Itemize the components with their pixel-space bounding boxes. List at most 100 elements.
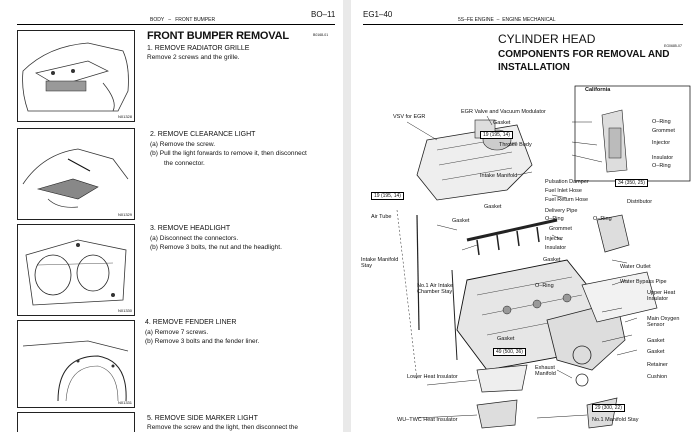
section-subtitle-1: COMPONENTS FOR REMOVAL AND bbox=[498, 49, 670, 60]
label-wu-twc-heat-insulator: WU–TWC Heat Insulator bbox=[397, 417, 458, 423]
label-california: California bbox=[585, 87, 611, 93]
cylinder-head-diagram: California VSV for EGR EGR Valve and Vac… bbox=[357, 80, 698, 432]
step-line: the connector. bbox=[164, 159, 205, 167]
torque-spec: 49 (500, 36) bbox=[493, 348, 526, 356]
step-3: 3. REMOVE HEADLIGHT (a) Disconnect the c… bbox=[150, 224, 282, 253]
fender-liner-illustration bbox=[22, 340, 129, 402]
label-o-ring-5: O–Ring bbox=[535, 283, 554, 289]
label-injector-2: Injector bbox=[545, 236, 564, 242]
header-rule bbox=[17, 24, 335, 25]
label-air-tube: Air Tube bbox=[371, 214, 392, 220]
label-distributor: Distributor bbox=[627, 199, 653, 205]
label-manifold-stay: No.1 Manifold Stay bbox=[592, 417, 639, 423]
label-o-ring-3: O–Ring bbox=[545, 216, 564, 222]
label-grommet: Grommet bbox=[652, 128, 675, 134]
label-gasket: Gasket bbox=[493, 120, 511, 126]
title-code: B0168-01 bbox=[313, 33, 329, 37]
page-number: BO–11 bbox=[311, 10, 336, 19]
label-injector: Injector bbox=[652, 140, 671, 146]
label-o-ring-2: O–Ring bbox=[652, 163, 671, 169]
figure-clearance-light: N01329 bbox=[17, 128, 135, 220]
torque-spec: 34 (350, 25) bbox=[615, 179, 648, 187]
label-grommet-2: Grommet bbox=[549, 226, 572, 232]
label-air-intake-stay: No.1 Air Intake Chamber Stay bbox=[417, 283, 454, 295]
step-line: (a) Remove 7 screws. bbox=[145, 328, 209, 336]
step-line: (a) Remove the screw. bbox=[150, 140, 216, 148]
step-2: 2. REMOVE CLEARANCE LIGHT (a) Remove the… bbox=[150, 130, 307, 168]
label-intake-manifold-stay: Intake Manifold Stay bbox=[361, 257, 399, 269]
label-gasket-4: Gasket bbox=[543, 257, 561, 263]
figure-fender-liner: N01331 bbox=[17, 320, 135, 408]
step-heading: 1. REMOVE RADIATOR GRILLE bbox=[147, 45, 250, 52]
header-topic: FRONT BUMPER bbox=[175, 17, 216, 23]
label-water-bypass-pipe: Water Bypass Pipe bbox=[620, 279, 667, 285]
step-line: (b) Remove 3 bolts and the fender liner. bbox=[145, 338, 260, 345]
step-line: Remove the screw and the light, then dis… bbox=[147, 424, 299, 431]
header-dash: – bbox=[168, 17, 172, 23]
page-title: FRONT BUMPER REMOVAL bbox=[147, 30, 289, 42]
page-gutter bbox=[343, 0, 351, 432]
section-title: CYLINDER HEAD bbox=[498, 32, 596, 46]
right-header: 5S–FE ENGINE – ENGINE MECHANICAL bbox=[458, 17, 556, 23]
headlight-illustration bbox=[25, 239, 127, 306]
header-topic: ENGINE MECHANICAL bbox=[502, 17, 556, 23]
clearance-light-illustration bbox=[22, 148, 129, 208]
left-page: BODY – FRONT BUMPER BO–11 FRONT BUMPER R… bbox=[0, 0, 343, 432]
label-o-ring-4: O–Ring bbox=[593, 216, 612, 222]
label-delivery-pipe: Delivery Pipe bbox=[545, 208, 578, 214]
label-egr-valve: EGR Valve and Vacuum Modulator bbox=[461, 109, 546, 115]
label-main-oxygen-sensor: Main Oxygen Sensor bbox=[647, 316, 680, 328]
label-insulator-2: Insulator bbox=[545, 245, 567, 251]
step-heading: 2. REMOVE CLEARANCE LIGHT bbox=[150, 131, 256, 138]
torque-spec: 29 (300, 22) bbox=[592, 404, 625, 412]
label-intake-manifold: Intake Manifold bbox=[480, 173, 518, 179]
label-retainer: Retainer bbox=[647, 362, 668, 368]
torque-spec: 19 (195, 14) bbox=[480, 131, 513, 139]
label-water-outlet: Water Outlet bbox=[620, 264, 651, 270]
figure-code: N01331 bbox=[117, 400, 132, 405]
diagram-code: EG0685-07 bbox=[664, 44, 682, 48]
figure-radiator-grille: N01328 bbox=[17, 30, 135, 122]
figure-code: N01328 bbox=[117, 114, 132, 119]
step-1: 1. REMOVE RADIATOR GRILLE Remove 2 screw… bbox=[147, 44, 249, 62]
step-line: Remove 2 screws and the grille. bbox=[147, 54, 240, 61]
step-line: (a) Disconnect the connectors. bbox=[150, 234, 239, 242]
figure-side-marker bbox=[17, 412, 135, 432]
torque-spec: 19 (195, 14) bbox=[371, 192, 404, 200]
label-exhaust-manifold: Exhaust Manifold bbox=[535, 365, 556, 377]
header-rule bbox=[363, 24, 683, 25]
step-heading: 5. REMOVE SIDE MARKER LIGHT bbox=[147, 415, 258, 422]
label-gasket-6: Gasket bbox=[647, 338, 665, 344]
section-subtitle-2: INSTALLATION bbox=[498, 62, 570, 73]
label-gasket-3: Gasket bbox=[452, 218, 470, 224]
label-lower-heat-insulator: Lower Heat Insulator bbox=[407, 374, 458, 380]
header-section: 5S–FE ENGINE bbox=[458, 17, 494, 23]
label-upper-heat-insulator: Upper Heat Insulator bbox=[647, 290, 676, 302]
figure-headlight: N01330 bbox=[17, 224, 135, 316]
figure-code: N01330 bbox=[117, 308, 132, 313]
page-number: EG1–40 bbox=[363, 10, 393, 19]
left-header: BODY – FRONT BUMPER bbox=[150, 17, 215, 23]
step-line: (b) Pull the light forwards to remove it… bbox=[150, 150, 307, 157]
step-line: (b) Remove 3 bolts, the nut and the head… bbox=[150, 244, 282, 251]
label-pulsation-damper: Pulsation Damper bbox=[545, 179, 589, 185]
label-fuel-return-hose: Fuel Return Hose bbox=[545, 197, 589, 203]
figure-code: N01329 bbox=[117, 212, 132, 217]
label-throttle-body: Throttle Body bbox=[499, 142, 532, 148]
step-heading: 4. REMOVE FENDER LINER bbox=[145, 319, 237, 326]
step-4: 4. REMOVE FENDER LINER (a) Remove 7 scre… bbox=[145, 318, 259, 347]
label-gasket-2: Gasket bbox=[484, 204, 502, 210]
header-section: BODY bbox=[150, 17, 165, 23]
label-cushion: Cushion bbox=[647, 374, 668, 380]
label-fuel-inlet-hose: Fuel Inlet Hose bbox=[545, 188, 582, 194]
label-o-ring: O–Ring bbox=[652, 119, 671, 125]
label-insulator: Insulator bbox=[652, 155, 674, 161]
label-gasket-7: Gasket bbox=[647, 349, 665, 355]
step-5: 5. REMOVE SIDE MARKER LIGHT Remove the s… bbox=[147, 414, 298, 432]
label-gasket-5: Gasket bbox=[497, 336, 515, 342]
step-heading: 3. REMOVE HEADLIGHT bbox=[150, 225, 231, 232]
exploded-engine-drawing bbox=[396, 85, 691, 429]
label-vsv: VSV for EGR bbox=[393, 114, 426, 120]
car-front-illustration bbox=[22, 42, 129, 112]
right-page: EG1–40 5S–FE ENGINE – ENGINE MECHANICAL … bbox=[351, 0, 698, 432]
